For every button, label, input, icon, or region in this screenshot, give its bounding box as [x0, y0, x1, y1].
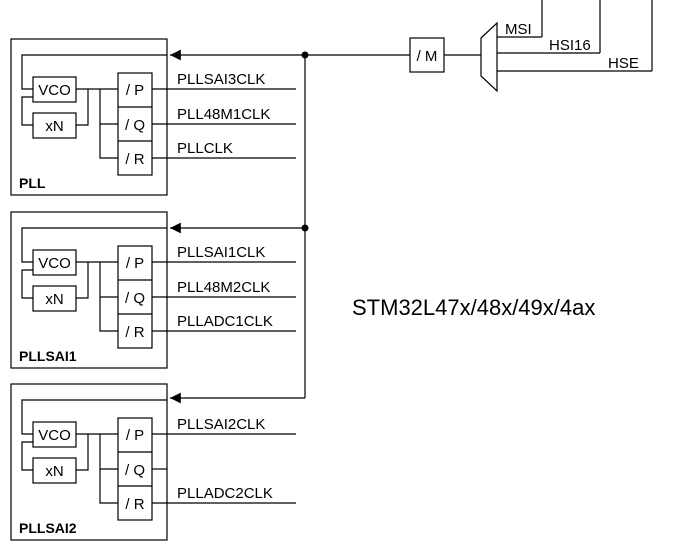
pll-input-wire — [21, 54, 167, 90]
msi-label: MSI — [505, 21, 532, 38]
pllsai2-block-title: PLLSAI2 — [19, 520, 77, 536]
pllsai2-divider-q-label: / Q — [125, 462, 145, 479]
pll-output-r-label: PLLCLK — [177, 140, 233, 157]
pllsai1-output-r-label: PLLADC1CLK — [177, 313, 273, 330]
pllsai1-divider-r-label: / R — [125, 324, 144, 341]
pllsai2-vco-label: VCO — [38, 427, 71, 444]
pll-multiplier-label: xN — [45, 118, 63, 135]
pllsai1-input-wire — [21, 227, 167, 263]
pll-output-p-label: PLLSAI3CLK — [177, 71, 265, 88]
pllsai1-divider-q-label: / Q — [125, 290, 145, 307]
pllsai1-output-p-label: PLLSAI1CLK — [177, 244, 265, 261]
pll-frame — [10, 38, 168, 196]
pllsai2-divider-p-label: / P — [126, 427, 144, 444]
pllsai1-multiplier-label: xN — [45, 291, 63, 308]
pllsai1-divider-p-label: / P — [126, 255, 144, 272]
bus-junction-dot — [301, 51, 309, 59]
pll-divider-p-label: / P — [126, 82, 144, 99]
pllsai1-block: VCO xN / P / Q / R PLLSAI1CLK PLL48M2CLK PLLADC… — [10, 211, 296, 369]
pll-divider-q-label: / Q — [125, 117, 145, 134]
divider-m-label: / M — [417, 48, 438, 65]
pllsai1-frame — [10, 211, 168, 369]
pllsai1-output-q-label: PLL48M2CLK — [177, 279, 270, 296]
hse-label: HSE — [608, 55, 639, 72]
pllsai2-output-p-label: PLLSAI2CLK — [177, 416, 265, 433]
pllsai2-input-wire — [21, 399, 167, 435]
pllsai2-frame — [10, 383, 168, 541]
pllsai1-vco-label: VCO — [38, 255, 71, 272]
pllsai2-output-r-label: PLLADC2CLK — [177, 485, 273, 502]
bus-junction-dot — [301, 224, 309, 232]
device-title: STM32L47x/48x/49x/4ax — [352, 295, 595, 320]
pll-block: VCO xN / P / Q / R PLLSAI3CLK PLL48M1CLK PLLCLK… — [10, 38, 296, 196]
clock-mux — [480, 21, 498, 93]
source-mux-group — [305, 0, 653, 93]
pll-vco-label: VCO — [38, 82, 71, 99]
pll-output-q-label: PLL48M1CLK — [177, 106, 270, 123]
hsi16-label: HSI16 — [549, 37, 591, 54]
pllsai2-multiplier-label: xN — [45, 463, 63, 480]
pll-block-title: PLL — [19, 175, 46, 191]
pllsai2-divider-r-label: / R — [125, 496, 144, 513]
pllsai2-block: VCO xN / P / Q / R PLLSAI2CLK PLLADC2CLK PLLSAI… — [10, 383, 296, 541]
pllsai1-block-title: PLLSAI1 — [19, 348, 77, 364]
pll-divider-r-label: / R — [125, 151, 144, 168]
